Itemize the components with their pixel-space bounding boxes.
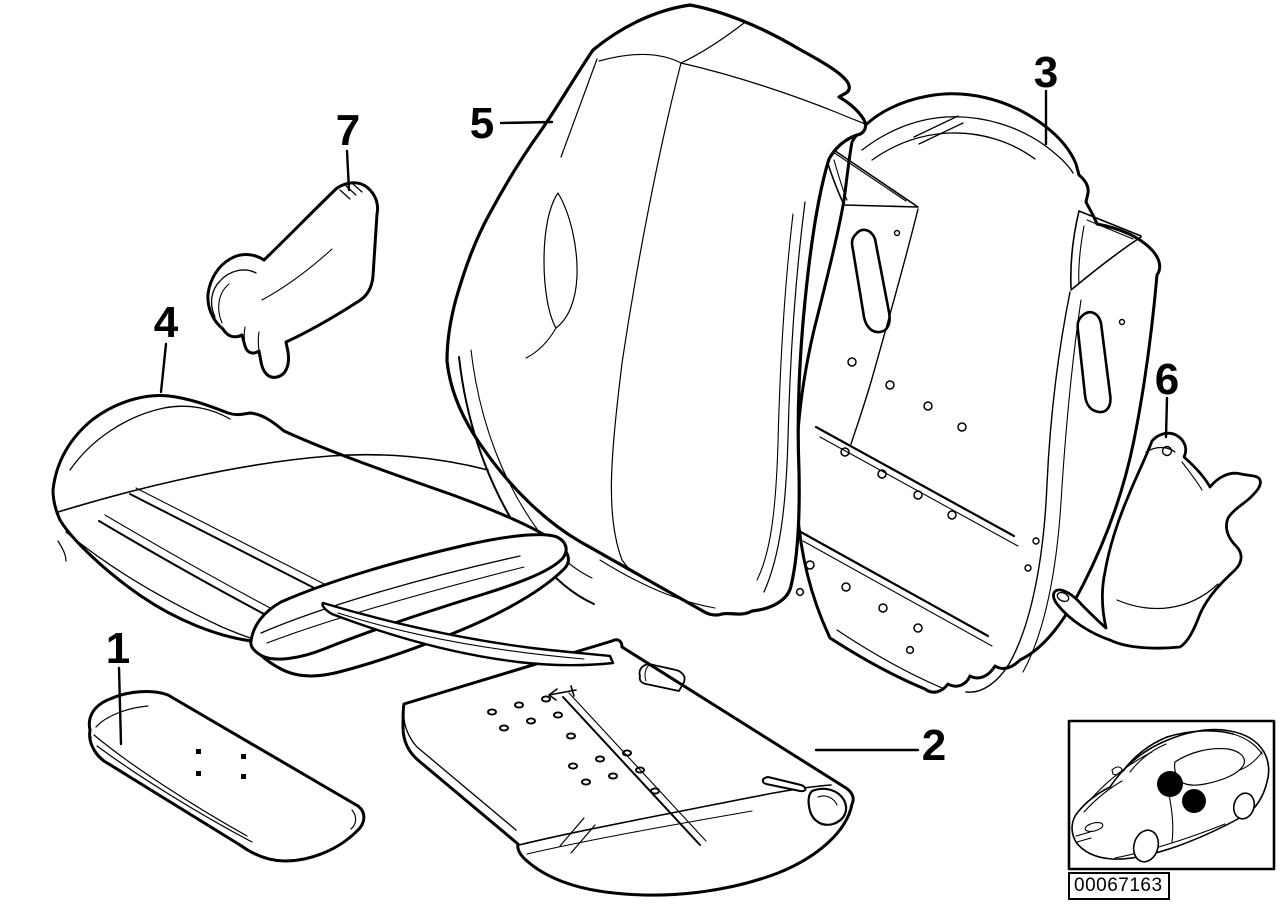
cushion-pad-part-1	[87, 690, 366, 863]
belt-guide-cover-part-7	[206, 181, 380, 379]
leader-line-1	[117, 666, 123, 746]
backrest-padding-part-3	[794, 92, 1162, 694]
leader-line-4	[159, 342, 168, 394]
front-seat-marker-dot	[1157, 771, 1183, 797]
leader-line-7	[345, 149, 351, 192]
backrest-cover-part-5	[445, 3, 868, 617]
callout-6[interactable]: 6	[1154, 355, 1180, 404]
callout-1[interactable]: 1	[105, 624, 131, 673]
car-icon	[1071, 728, 1270, 863]
callout-7[interactable]: 7	[335, 106, 361, 155]
image-code: 00067163	[1074, 875, 1163, 896]
image-code-box: 00067163	[1068, 872, 1170, 900]
leader-line-6	[1164, 396, 1169, 439]
callout-5[interactable]: 5	[469, 99, 495, 148]
callout-4[interactable]: 4	[153, 298, 179, 347]
callout-3[interactable]: 3	[1033, 48, 1059, 97]
callout-leader-lines	[117, 89, 1169, 752]
callout-2[interactable]: 2	[921, 721, 947, 770]
cushion-padding-part-2	[321, 601, 855, 897]
lateral-trim-part-6	[1052, 431, 1262, 650]
cushion-cover-part-4	[51, 394, 570, 678]
car-location-inset	[1067, 719, 1276, 871]
front-seat-marker-dot	[1182, 789, 1206, 813]
leader-line-5	[499, 120, 554, 125]
